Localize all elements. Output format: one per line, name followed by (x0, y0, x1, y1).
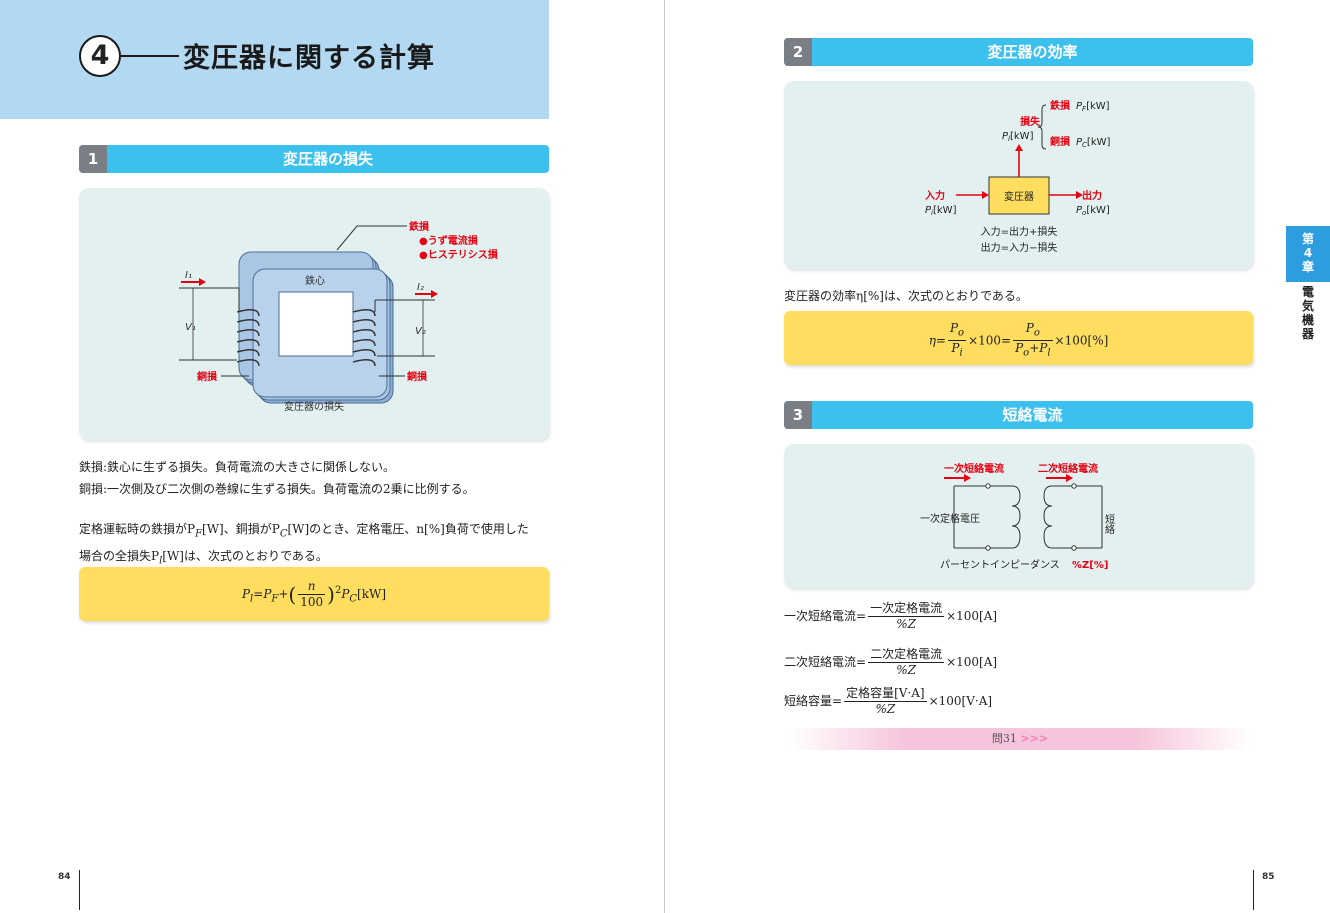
problem-link[interactable]: 問31 >>> (991, 732, 1049, 745)
iron-loss-label-2: 鉄損 (1050, 99, 1071, 112)
section-3-title: 短絡電流 (1002, 406, 1063, 424)
chapter-side-tab[interactable]: 第 4 章 (1286, 226, 1330, 282)
percent-impedance-label: パーセントインピーダンス (940, 558, 1060, 571)
chapter-rule (121, 55, 179, 57)
iron-loss-symbol: PF[kW] (1076, 101, 1110, 113)
output-symbol: Po[kW] (1076, 205, 1110, 217)
loss-symbol: Pl[kW] (1002, 131, 1034, 143)
efficiency-diagram: 変圧器 入力 Pi[kW] 出力 Po[kW] 損失 Pl[kW] 鉄損 PF[… (925, 99, 1111, 254)
efficiency-intro: 変圧器の効率η[%]は、次式のとおりである。 (784, 289, 1028, 303)
relation-output: 出力=入力−損失 (981, 241, 1058, 254)
section-1-body: 鉄損:鉄心に生ずる損失。負荷電流の大きさに関係しない。 銅損:一次側及び二次側の… (79, 456, 559, 573)
page-marker-right (1253, 870, 1254, 910)
problem-link-band[interactable]: 問31 >>> (790, 728, 1250, 750)
iron-loss-definition: 鉄損:鉄心に生ずる損失。負荷電流の大きさに関係しない。 (79, 460, 396, 474)
page-marker-left (79, 870, 80, 910)
page-number-right: 85 (1262, 872, 1275, 882)
transformer-efficiency-figure: 変圧器 入力 Pi[kW] 出力 Po[kW] 損失 Pl[kW] 鉄損 PF[… (784, 81, 1253, 269)
transformer-box-label: 変圧器 (1004, 190, 1034, 203)
section-1-number: 1 (79, 145, 107, 173)
chapter-number: 4 (79, 35, 121, 77)
hysteresis-loss-label: ●ヒステリシス損 (419, 248, 499, 261)
output-label: 出力 (1082, 189, 1102, 202)
section-2-title: 変圧器の効率 (987, 43, 1078, 61)
short-circuit-diagram: 一次短絡電流 二次短絡電流 一次定格電圧 短絡 パーセントインピーダンス %Z[… (920, 462, 1115, 571)
total-loss-intro-line1: 定格運転時の鉄損がPF[W]、銅損がPC[W]のとき、定格電圧、n[%]負荷で使… (79, 522, 529, 540)
secondary-short-current-eq: 二次短絡電流=二次定格電流%Z×100[A] (784, 647, 998, 677)
loss-label: 損失 (1020, 115, 1041, 128)
page-number-left: 84 (58, 872, 71, 882)
core-label: 鉄心 (305, 274, 325, 287)
i2-label: I₂ (417, 282, 424, 293)
transformer-loss-diagram: 鉄心 鉄損 ●うず電流損 ●ヒステリシス損 銅損 銅損 I₁ I₂ V₁ V₂ … (179, 220, 499, 413)
eddy-loss-label: ●うず電流損 (419, 234, 479, 247)
transformer-loss-figure: 鉄心 鉄損 ●うず電流損 ●ヒステリシス損 銅損 銅損 I₁ I₂ V₁ V₂ … (79, 188, 549, 440)
copper-loss-right-label: 銅損 (407, 370, 428, 383)
section-3-number: 3 (784, 401, 812, 429)
percent-impedance-symbol: %Z[%] (1072, 560, 1108, 571)
chevron-right-icon: >>> (1020, 732, 1049, 745)
short-circuit-figure: 一次短絡電流 二次短絡電流 一次定格電圧 短絡 パーセントインピーダンス %Z[… (784, 444, 1253, 588)
copper-loss-left-label: 銅損 (197, 370, 218, 383)
section-2-number: 2 (784, 38, 812, 66)
primary-short-current-label: 一次短絡電流 (944, 462, 1004, 475)
chapter-title: 変圧器に関する計算 (183, 43, 435, 74)
secondary-short-current-label: 二次短絡電流 (1038, 462, 1098, 475)
i1-label: I₁ (185, 270, 192, 281)
input-label: 入力 (925, 189, 945, 202)
copper-loss-definition: 銅損:一次側及び二次側の巻線に生ずる損失。負荷電流の2乗に比例する。 (79, 482, 475, 496)
relation-input: 入力=出力+損失 (981, 225, 1058, 238)
figure-caption: 変圧器の損失 (284, 400, 344, 413)
total-loss-intro-line2: 場合の全損失Pl[W]は、次式のとおりである。 (79, 549, 328, 567)
v2-label: V₂ (415, 326, 426, 337)
copper-loss-label-2: 銅損 (1050, 135, 1071, 148)
primary-short-current-eq: 一次短絡電流=一次定格電流%Z×100[A] (784, 601, 998, 631)
section-1-header: 1 変圧器の損失 (79, 145, 549, 173)
section-2-header: 2 変圧器の効率 (784, 38, 1253, 66)
section-1-title: 変圧器の損失 (282, 150, 373, 168)
input-symbol: Pi[kW] (925, 205, 957, 217)
section-3-header: 3 短絡電流 (784, 401, 1253, 429)
primary-rated-voltage-label: 一次定格電圧 (920, 512, 980, 525)
short-circuit-capacity-eq: 短絡容量=定格容量[V·A]%Z×100[V·A] (784, 686, 993, 716)
page-gutter (664, 0, 665, 913)
copper-loss-symbol: PC[kW] (1076, 137, 1111, 149)
short-label: 短絡 (1103, 513, 1115, 535)
v1-label: V₁ (185, 322, 196, 333)
chapter-side-label: 電 気 機 器 (1301, 285, 1314, 341)
iron-loss-label: 鉄損 (409, 220, 430, 233)
